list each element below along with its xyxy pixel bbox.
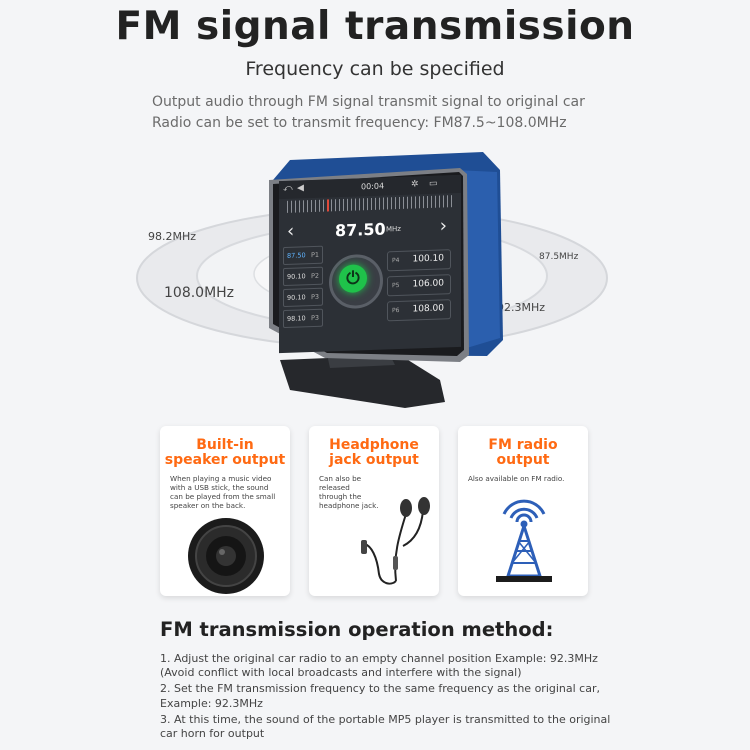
speaker-icon — [188, 518, 264, 594]
card-title: Headphone jack output — [329, 437, 419, 468]
card-title: FM radio output — [488, 437, 558, 468]
clock-label: 00:04 — [361, 181, 385, 192]
freq-label-right-bottom: 92.3MHz — [497, 301, 546, 314]
page-title: FM signal transmission — [115, 4, 635, 49]
radio-tower-icon — [496, 499, 552, 582]
card-title: Built-in speaker output — [164, 437, 286, 468]
screen-mode-icon[interactable]: ▭ — [429, 178, 438, 189]
volume-icon[interactable]: ◀ — [297, 183, 304, 194]
card-description: When playing a music video with a USB st… — [170, 474, 276, 510]
card-description: Also available on FM radio. — [468, 474, 565, 483]
method-heading: FM transmission operation method: — [160, 618, 554, 641]
current-frequency: 87.50 — [335, 219, 386, 241]
prev-station-button[interactable]: ‹ — [287, 220, 295, 242]
card-description: Can also be released through the headpho… — [319, 474, 379, 510]
frequency-unit: MHz — [386, 224, 401, 234]
freq-label-right-top: 87.5MHz — [539, 252, 579, 262]
next-station-button[interactable]: › — [439, 215, 447, 237]
back-icon[interactable]: ⤺ — [283, 183, 293, 195]
power-button[interactable]: ⏻ — [329, 253, 383, 310]
page-subtitle: Frequency can be specified — [245, 58, 505, 80]
brightness-icon[interactable]: ✲ — [411, 179, 419, 190]
earphone-icon — [361, 497, 430, 585]
step-item: 3. At this time, the sound of the portab… — [160, 712, 611, 741]
description-text: Output audio through FM signal transmit … — [152, 94, 585, 131]
method-steps: 1. Adjust the original car radio to an e… — [160, 652, 620, 743]
card-headphone: Headphone jack output Can also be releas… — [309, 426, 439, 596]
hero-section: 98.2MHz 108.0MHz 87.5MHz 92.3MHz ⤺ ◀ 00:… — [0, 148, 750, 420]
feature-cards: Built-in speaker output When playing a m… — [160, 426, 590, 596]
card-speaker: Built-in speaker output When playing a m… — [160, 426, 290, 596]
step-item: 1. Adjust the original car radio to an e… — [160, 652, 598, 680]
freq-label-left-top: 98.2MHz — [148, 230, 197, 243]
step-item: 2. Set the FM transmission frequency to … — [160, 682, 600, 710]
power-icon: ⏻ — [339, 264, 367, 294]
freq-label-left-main: 108.0MHz — [164, 285, 235, 301]
card-fm-radio: FM radio output Also available on FM rad… — [458, 426, 588, 596]
